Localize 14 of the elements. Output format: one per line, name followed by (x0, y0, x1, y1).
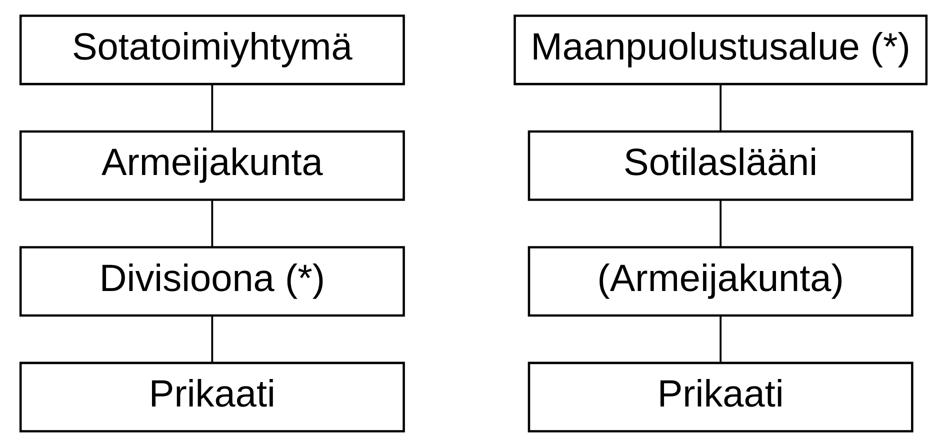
node-box: Divisioona (*) (19, 246, 405, 317)
connector (211, 84, 214, 132)
connector (211, 316, 214, 362)
node-box: Sotilaslääni (528, 130, 914, 201)
node-box: Prikaati (528, 362, 914, 432)
node-box: Armeijakunta (19, 130, 405, 201)
connector (720, 84, 722, 132)
connector (211, 200, 214, 247)
connector (720, 200, 722, 247)
node-box: Prikaati (19, 362, 405, 432)
connector (720, 316, 722, 362)
node-box: Sotatoimiyhtymä (19, 14, 405, 86)
node-box: (Armeijakunta) (528, 246, 914, 317)
node-box: Maanpuolustusalue (*) (514, 14, 928, 86)
